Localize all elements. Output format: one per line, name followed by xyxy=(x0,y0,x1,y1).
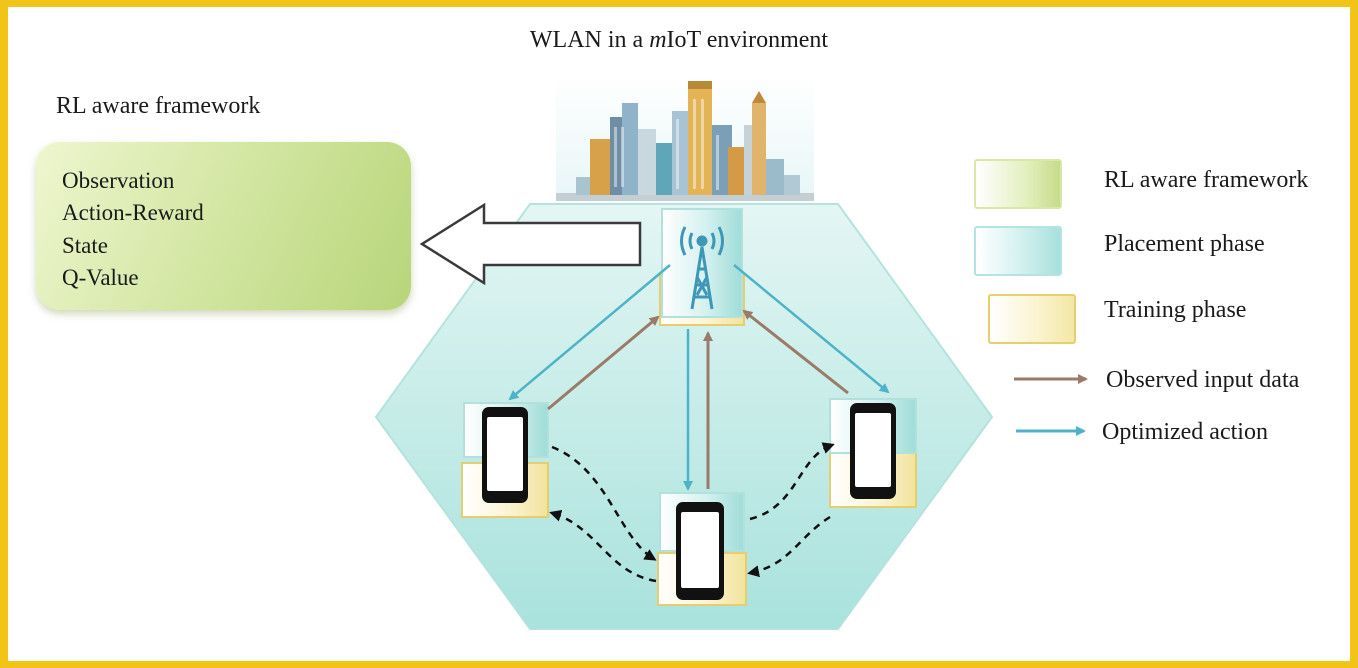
legend-framework-swatch xyxy=(974,159,1062,209)
city-skyline-icon xyxy=(556,75,814,201)
diagram-frame: WLAN in a mIoT environment RL aware fram… xyxy=(8,7,1350,661)
framework-item-action-reward: Action-Reward xyxy=(62,200,204,225)
ap-placement-tile xyxy=(661,208,743,318)
peer-link-arrows xyxy=(549,442,835,583)
diagram-title: WLAN in a mIoT environment xyxy=(529,27,829,53)
framework-item-observation: Observation xyxy=(62,168,175,193)
left-phone-icon xyxy=(482,407,528,503)
legend-placement-label: Placement phase xyxy=(1104,231,1265,257)
legend-framework-label: RL aware framework xyxy=(1104,167,1309,193)
legend-training-label: Training phase xyxy=(1104,297,1247,323)
observed-input-arrows xyxy=(547,309,849,489)
tower-icon xyxy=(680,226,724,310)
framework-item-state: State xyxy=(62,233,108,258)
optimized-action-arrows xyxy=(508,264,890,491)
legend-observed-label: Observed input data xyxy=(1106,367,1300,393)
legend-optimized-label: Optimized action xyxy=(1102,419,1268,445)
bottom-phone-icon xyxy=(676,502,724,600)
framework-box: Observation Action-Reward State Q-Value xyxy=(36,142,411,310)
framework-feedback-arrow xyxy=(419,202,642,286)
framework-heading: RL aware framework xyxy=(56,93,261,119)
network-scene xyxy=(374,75,1088,630)
legend-training-swatch xyxy=(988,294,1076,344)
legend-placement-swatch xyxy=(974,226,1062,276)
wlan-hexagon xyxy=(374,203,994,630)
framework-item-q-value: Q-Value xyxy=(62,265,139,290)
right-phone-icon xyxy=(850,403,896,499)
